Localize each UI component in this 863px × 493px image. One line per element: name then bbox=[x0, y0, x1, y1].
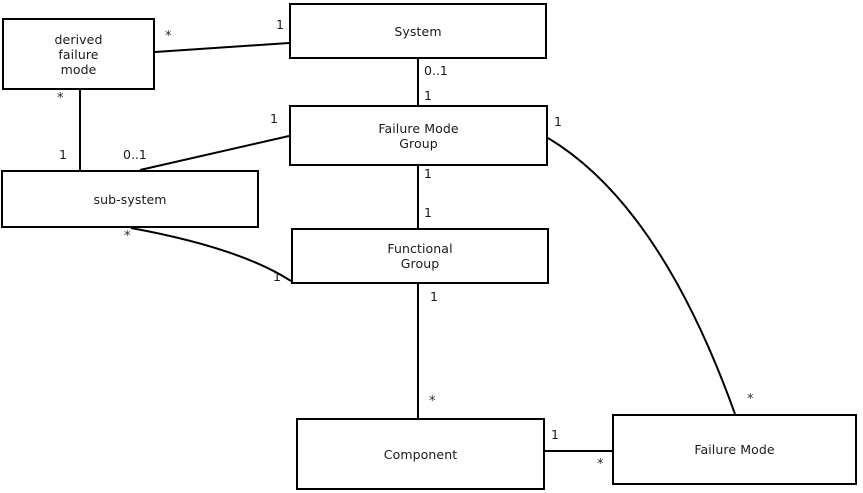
edge-derived-failure-mode--system bbox=[154, 42, 290, 53]
multiplicity-fg-to-fmg-one: 1 bbox=[424, 205, 432, 220]
class-box-derived-failure-mode[interactable]: derived failure mode bbox=[2, 18, 155, 90]
multiplicity-dfm-to-subsystem-star: * bbox=[57, 91, 64, 106]
multiplicity-fg-to-component-one: 1 bbox=[430, 289, 438, 304]
multiplicity-subsystem-to-fmg-zero-one: 0..1 bbox=[123, 147, 147, 162]
class-box-label-component: Component bbox=[383, 446, 458, 462]
multiplicity-fmg-to-system-one: 1 bbox=[424, 88, 432, 103]
class-box-label-derived-failure-mode: derived failure mode bbox=[54, 31, 103, 77]
class-box-label-sub-system: sub-system bbox=[93, 191, 167, 207]
class-box-sub-system[interactable]: sub-system bbox=[1, 170, 259, 228]
class-box-failure-mode[interactable]: Failure Mode bbox=[612, 414, 857, 485]
multiplicity-fmg-to-fm-one: 1 bbox=[554, 114, 562, 129]
multiplicity-component-to-fg-star: * bbox=[429, 394, 436, 409]
class-box-label-failure-mode: Failure Mode bbox=[694, 442, 775, 457]
multiplicity-fm-to-fmg-star: * bbox=[747, 392, 754, 407]
class-box-failure-mode-group[interactable]: Failure Mode Group bbox=[289, 105, 548, 166]
edge-sub-system--functional-group bbox=[130, 227, 292, 282]
class-box-label-functional-group: Functional Group bbox=[387, 241, 453, 271]
class-box-system[interactable]: System bbox=[289, 3, 547, 59]
edge-sub-system--failure-mode-group bbox=[139, 135, 290, 171]
multiplicity-fmg-to-subsystem-one: 1 bbox=[270, 111, 278, 126]
class-box-functional-group[interactable]: Functional Group bbox=[291, 228, 549, 284]
multiplicity-subsystem-to-fg-star: * bbox=[124, 229, 131, 244]
class-box-component[interactable]: Component bbox=[296, 418, 545, 490]
multiplicity-component-to-fm-one: 1 bbox=[551, 427, 559, 442]
multiplicity-dfm-to-system-star: * bbox=[165, 29, 172, 44]
multiplicity-fm-to-component-star: * bbox=[597, 457, 604, 472]
multiplicity-system-to-dfm-one: 1 bbox=[276, 17, 284, 32]
multiplicity-subsystem-to-dfm-one: 1 bbox=[59, 147, 67, 162]
class-box-label-system: System bbox=[394, 23, 442, 39]
multiplicity-system-to-fmg-zero-one: 0..1 bbox=[424, 63, 448, 78]
edge-failure-mode-group--failure-mode bbox=[547, 137, 736, 415]
class-box-label-failure-mode-group: Failure Mode Group bbox=[378, 120, 459, 151]
multiplicity-fg-to-subsystem-one: 1 bbox=[273, 269, 281, 284]
multiplicity-fmg-to-fg-one: 1 bbox=[424, 166, 432, 181]
